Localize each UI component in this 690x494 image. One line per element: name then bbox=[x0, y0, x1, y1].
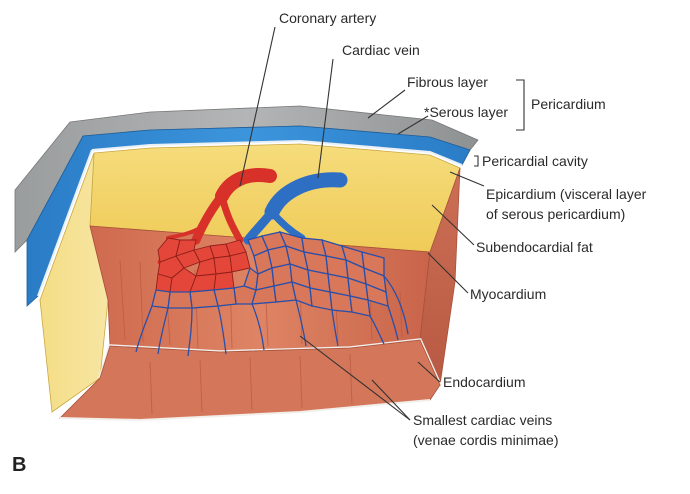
coronary-artery-label: Coronary artery bbox=[279, 10, 376, 27]
panel-letter: B bbox=[12, 454, 26, 477]
epicardium-label-line2: of serous pericardium) bbox=[486, 206, 625, 223]
endocardium-label: Endocardium bbox=[443, 374, 526, 391]
pericardium-label: Pericardium bbox=[531, 96, 606, 113]
smallest-cardiac-veins-label-line2: (venae cordis minimae) bbox=[413, 432, 559, 449]
serous-layer-label: *Serous layer bbox=[424, 104, 508, 121]
pericardial-cavity-label: Pericardial cavity bbox=[482, 153, 588, 170]
cardiac-vein-label: Cardiac vein bbox=[342, 42, 420, 59]
inner-tissue bbox=[60, 340, 440, 420]
smallest-cardiac-veins-label-line1: Smallest cardiac veins bbox=[413, 412, 552, 429]
fibrous-layer-label: Fibrous layer bbox=[407, 74, 488, 91]
subendocardial-fat-label: Subendocardial fat bbox=[476, 239, 593, 256]
myocardium-label: Myocardium bbox=[470, 286, 546, 303]
epicardium-label-line1: Epicardium (visceral layer bbox=[486, 186, 646, 203]
